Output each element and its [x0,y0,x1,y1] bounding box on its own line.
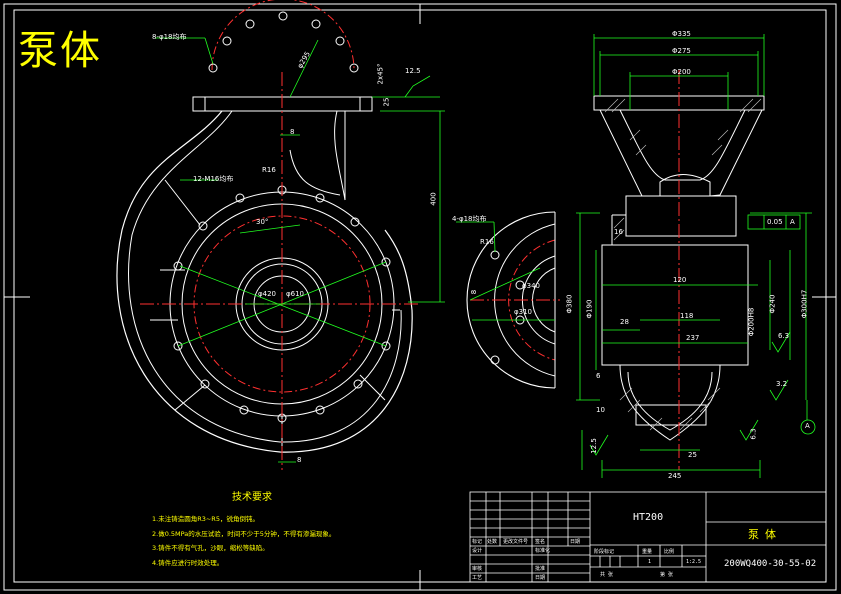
d610-label: φ610 [286,290,304,298]
w6-label: 6 [596,372,601,380]
w10-label: 10 [596,406,605,414]
bolt-mid-label: 4-φ18均布 [452,215,487,223]
scale-value: 1:2.5 [686,559,702,565]
w245-label: 245 [668,472,682,480]
roughness-6-3-label: 6.3 [778,332,790,340]
w118-label: 118 [680,312,694,320]
middle-view [456,211,560,389]
w25-label: 25 [688,451,697,459]
tech-note-4: 4.铸件应进行时效处理。 [152,558,224,567]
bolt-left-label: 12-M16均布 [193,175,234,183]
tech-note-2: 2.做0.5MPa的水压试验，时间不少于5分钟，不得有渗漏现象。 [152,529,336,538]
drawing-title: 泵体 [18,28,102,74]
tech-note-3: 3.铸件不得有气孔，沙眼，缩松等缺陷。 [152,544,269,552]
d310-label: φ310 [514,308,532,316]
date-label: 日期 [535,575,546,581]
outer-border [3,3,837,591]
front-view [116,0,445,470]
std-label: 标准化 [535,548,551,554]
h400-label: 400 [429,192,438,206]
part-name: 泵体 [748,528,782,541]
angle-chamfer-label: 2x45° [376,63,385,85]
d275-label: Φ275 [672,47,691,55]
col-label-date: 日期 [570,539,581,545]
w237-label: 237 [686,334,700,342]
datum-ref-label: A [790,218,795,226]
col-label-doc: 更改文件号 [503,539,529,545]
material-label: HT200 [633,512,664,523]
r16b-label: R16 [480,238,494,246]
row-label-design: 设计 [472,548,483,554]
roughness-12-5b-label: 12.5 [589,438,598,454]
tech-note-1: 1.未注铸造圆角R3~R5，锐角倒钝。 [152,515,259,523]
scale-label: 比例 [664,549,675,555]
row-label-review: 审核 [472,566,483,572]
bolt-top-label: 8-φ18均布 [152,33,187,41]
d340-label: φ340 [522,282,540,290]
tech-requirements-list: 1.未注铸造圆角R3~R5，锐角倒钝。 2.做0.5MPa的水压试验，时间不少于… [152,512,335,570]
col-label-count: 处数 [487,539,498,545]
w120-label: 120 [673,276,687,284]
w8-label: 8 [290,128,295,136]
title-block [469,491,827,583]
r16-label: R16 [262,166,276,174]
drawing-number: 200WQ400-30-55-02 [724,559,817,569]
w28-label: 28 [620,318,629,326]
d335-label: Φ335 [672,30,691,38]
h25-label: 25 [382,97,391,107]
d200-label: Φ200 [672,68,691,76]
sheet-number-label: 第 张 [660,572,674,578]
tolerance-label: 0.05 [767,218,783,226]
col-label-sign: 签名 [535,539,546,545]
w16-label: 16 [614,228,623,236]
tech-requirements-heading: 技术要求 [232,492,272,503]
angle-30-label: 30° [256,218,269,226]
d420-label: φ420 [258,290,276,298]
stage-label: 阶段标记 [594,549,615,555]
weight-label: 重量 [642,549,653,555]
row-label-mark: 标记 [472,539,483,545]
sheet-total-label: 共 张 [600,572,614,578]
w8b-label: 8 [297,456,302,464]
approve-label: 批准 [535,566,546,572]
qty-value: 1 [648,559,652,565]
d190-label: Φ190 [585,299,594,319]
row-label-process: 工艺 [472,575,483,581]
d200h8-label: Φ200H8 [747,307,756,337]
section-view [576,34,816,478]
roughness-6-3b-label: 6.3 [749,428,758,440]
datum-label: A [805,422,810,430]
d240-label: Φ240 [768,294,777,314]
roughness-3-2-label: 3.2 [776,380,788,388]
w8c-label: 8 [470,289,479,295]
roughness-12-5-label: 12.5 [405,67,421,75]
d300h7-label: Φ300H7 [800,289,809,319]
d380-label: Φ380 [565,294,574,314]
